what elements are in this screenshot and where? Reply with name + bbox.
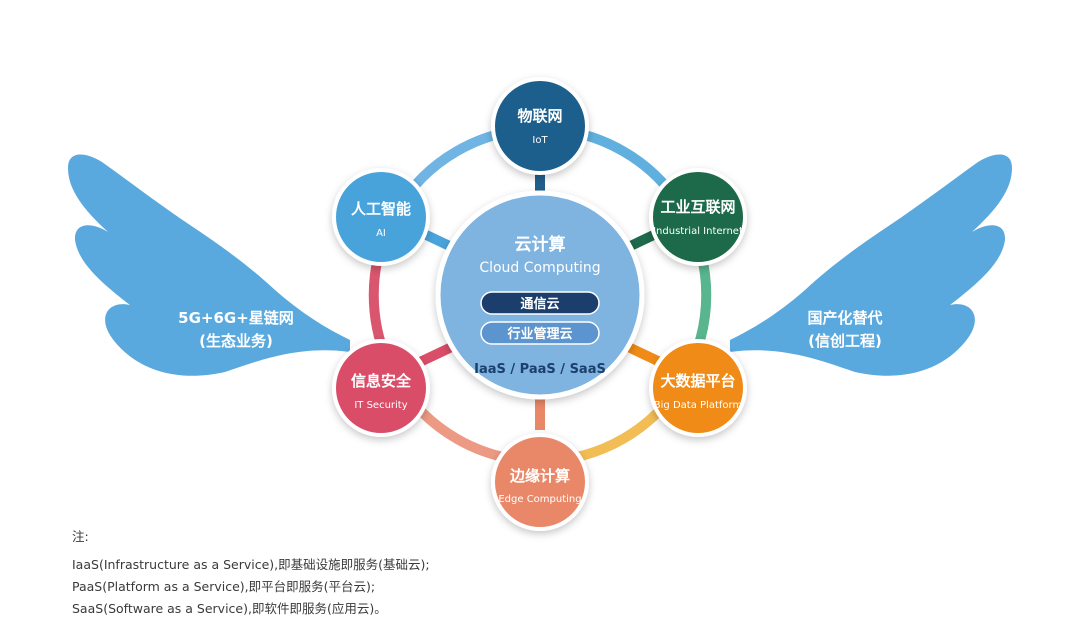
pill-industry-cloud-label: 行业管理云 [506,326,572,342]
node-edge-circle [491,433,589,531]
node-security-circle [332,339,430,437]
node-bigdata-title: 大数据平台 [660,372,735,390]
center-title: 云计算 [515,234,566,255]
node-ai-subtitle: AI [376,228,386,239]
footnotes: 注: IaaS(Infrastructure as a Service),即基础… [72,526,430,620]
node-bigdata-subtitle: Big Data Platform [654,400,742,411]
note-saas: SaaS(Software as a Service),即软件即服务(应用云)。 [72,601,387,616]
right-wing [730,154,1012,376]
node-industrial-title: 工业互联网 [660,198,735,216]
node-iot-title: 物联网 [517,107,562,125]
node-edge-computing: 边缘计算 Edge Computing [491,433,589,531]
node-ai: 人工智能 AI [332,168,430,266]
left-wing-label-line1: 5G+6G+星链网 [178,309,294,327]
node-edge-subtitle: Edge Computing [498,494,581,505]
node-ai-title: 人工智能 [351,200,411,218]
node-iot-circle [491,77,589,175]
right-wing-label-line1: 国产化替代 [807,309,882,327]
center-subtitle: Cloud Computing [479,260,600,276]
node-ai-circle [332,168,430,266]
node-security-title: 信息安全 [351,372,412,390]
pill-industry-cloud [480,321,600,345]
left-wing [68,154,350,376]
note-iaas: IaaS(Infrastructure as a Service),即基础设施即… [72,557,430,572]
node-iot-subtitle: IoT [532,135,548,146]
pill-communication-cloud-label: 通信云 [520,296,559,312]
node-big-data: 大数据平台 Big Data Platform [649,339,747,437]
node-industrial-circle [649,168,747,266]
node-edge-title: 边缘计算 [509,467,570,485]
notes-title: 注: [72,529,89,544]
node-iot: 物联网 IoT [491,77,589,175]
node-bigdata-circle [649,339,747,437]
note-paas: PaaS(Platform as a Service),即平台即服务(平台云); [72,579,376,594]
node-security-subtitle: IT Security [354,400,407,411]
center-node: 云计算 Cloud Computing 通信云 行业管理云 IaaS / Paa… [435,190,645,400]
pill-communication-cloud [480,291,600,315]
right-wing-label-line2: (信创工程) [808,332,882,350]
left-wing-label-line2: (生态业务) [199,332,273,350]
node-industrial-internet: 工业互联网 Industrial Internet [649,168,747,266]
node-industrial-subtitle: Industrial Internet [653,226,743,237]
center-services: IaaS / PaaS / SaaS [474,362,606,377]
node-it-security: 信息安全 IT Security [332,339,430,437]
